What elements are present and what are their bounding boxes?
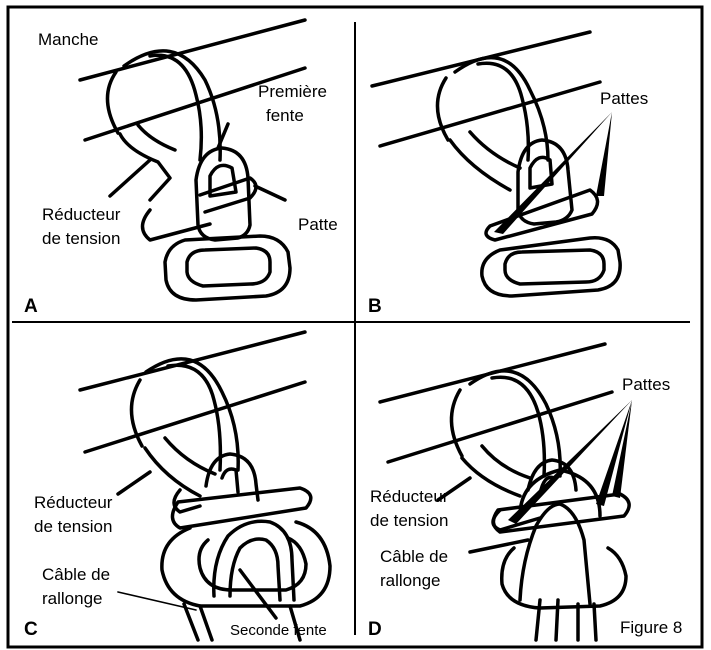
- label-cable-line2: rallonge: [42, 589, 103, 608]
- panel-b: Pattes B: [368, 32, 648, 317]
- label-cable-line2: rallonge: [380, 571, 441, 590]
- label-premiere-fente-line2: fente: [266, 106, 304, 125]
- label-patte: Patte: [298, 215, 338, 234]
- panel-a: Manche Première fente Réducteur de tensi…: [24, 20, 338, 317]
- panel-letter-a: A: [24, 296, 38, 317]
- buckle: [482, 140, 620, 296]
- figure-caption: Figure 8: [620, 618, 682, 637]
- handle-bar: [380, 344, 612, 462]
- panel-c: Réducteur de tension Câble de rallonge S…: [24, 332, 330, 640]
- handle-bar: [80, 332, 305, 452]
- frame: [8, 7, 702, 647]
- panel-letter-d: D: [368, 619, 382, 640]
- handle-bar: [372, 32, 600, 146]
- label-reducteur-line1: Réducteur: [34, 493, 113, 512]
- panel-d: Pattes Réducteur de tension Câble de ral…: [368, 344, 670, 640]
- label-reducteur-line1: Réducteur: [42, 205, 121, 224]
- label-manche: Manche: [38, 30, 98, 49]
- label-premiere-fente-line1: Première: [258, 82, 327, 101]
- label-reducteur-line2: de tension: [34, 517, 112, 536]
- callout-lines: [494, 112, 612, 234]
- label-reducteur-line2: de tension: [42, 229, 120, 248]
- panel-letter-b: B: [368, 296, 382, 317]
- label-seconde-fente: Seconde fente: [230, 622, 327, 639]
- panel-letter-c: C: [24, 619, 38, 640]
- label-pattes: Pattes: [622, 375, 670, 394]
- strap-loop: [146, 359, 238, 470]
- strap-loop: [455, 58, 548, 160]
- label-cable-line1: Câble de: [380, 547, 448, 566]
- strap-loop: [124, 51, 220, 160]
- tension-reducer-hook: [450, 132, 520, 190]
- buckle: [165, 148, 290, 300]
- label-pattes: Pattes: [600, 89, 648, 108]
- label-reducteur-line1: Réducteur: [370, 487, 449, 506]
- label-reducteur-line2: de tension: [370, 511, 448, 530]
- label-cable-line1: Câble de: [42, 565, 110, 584]
